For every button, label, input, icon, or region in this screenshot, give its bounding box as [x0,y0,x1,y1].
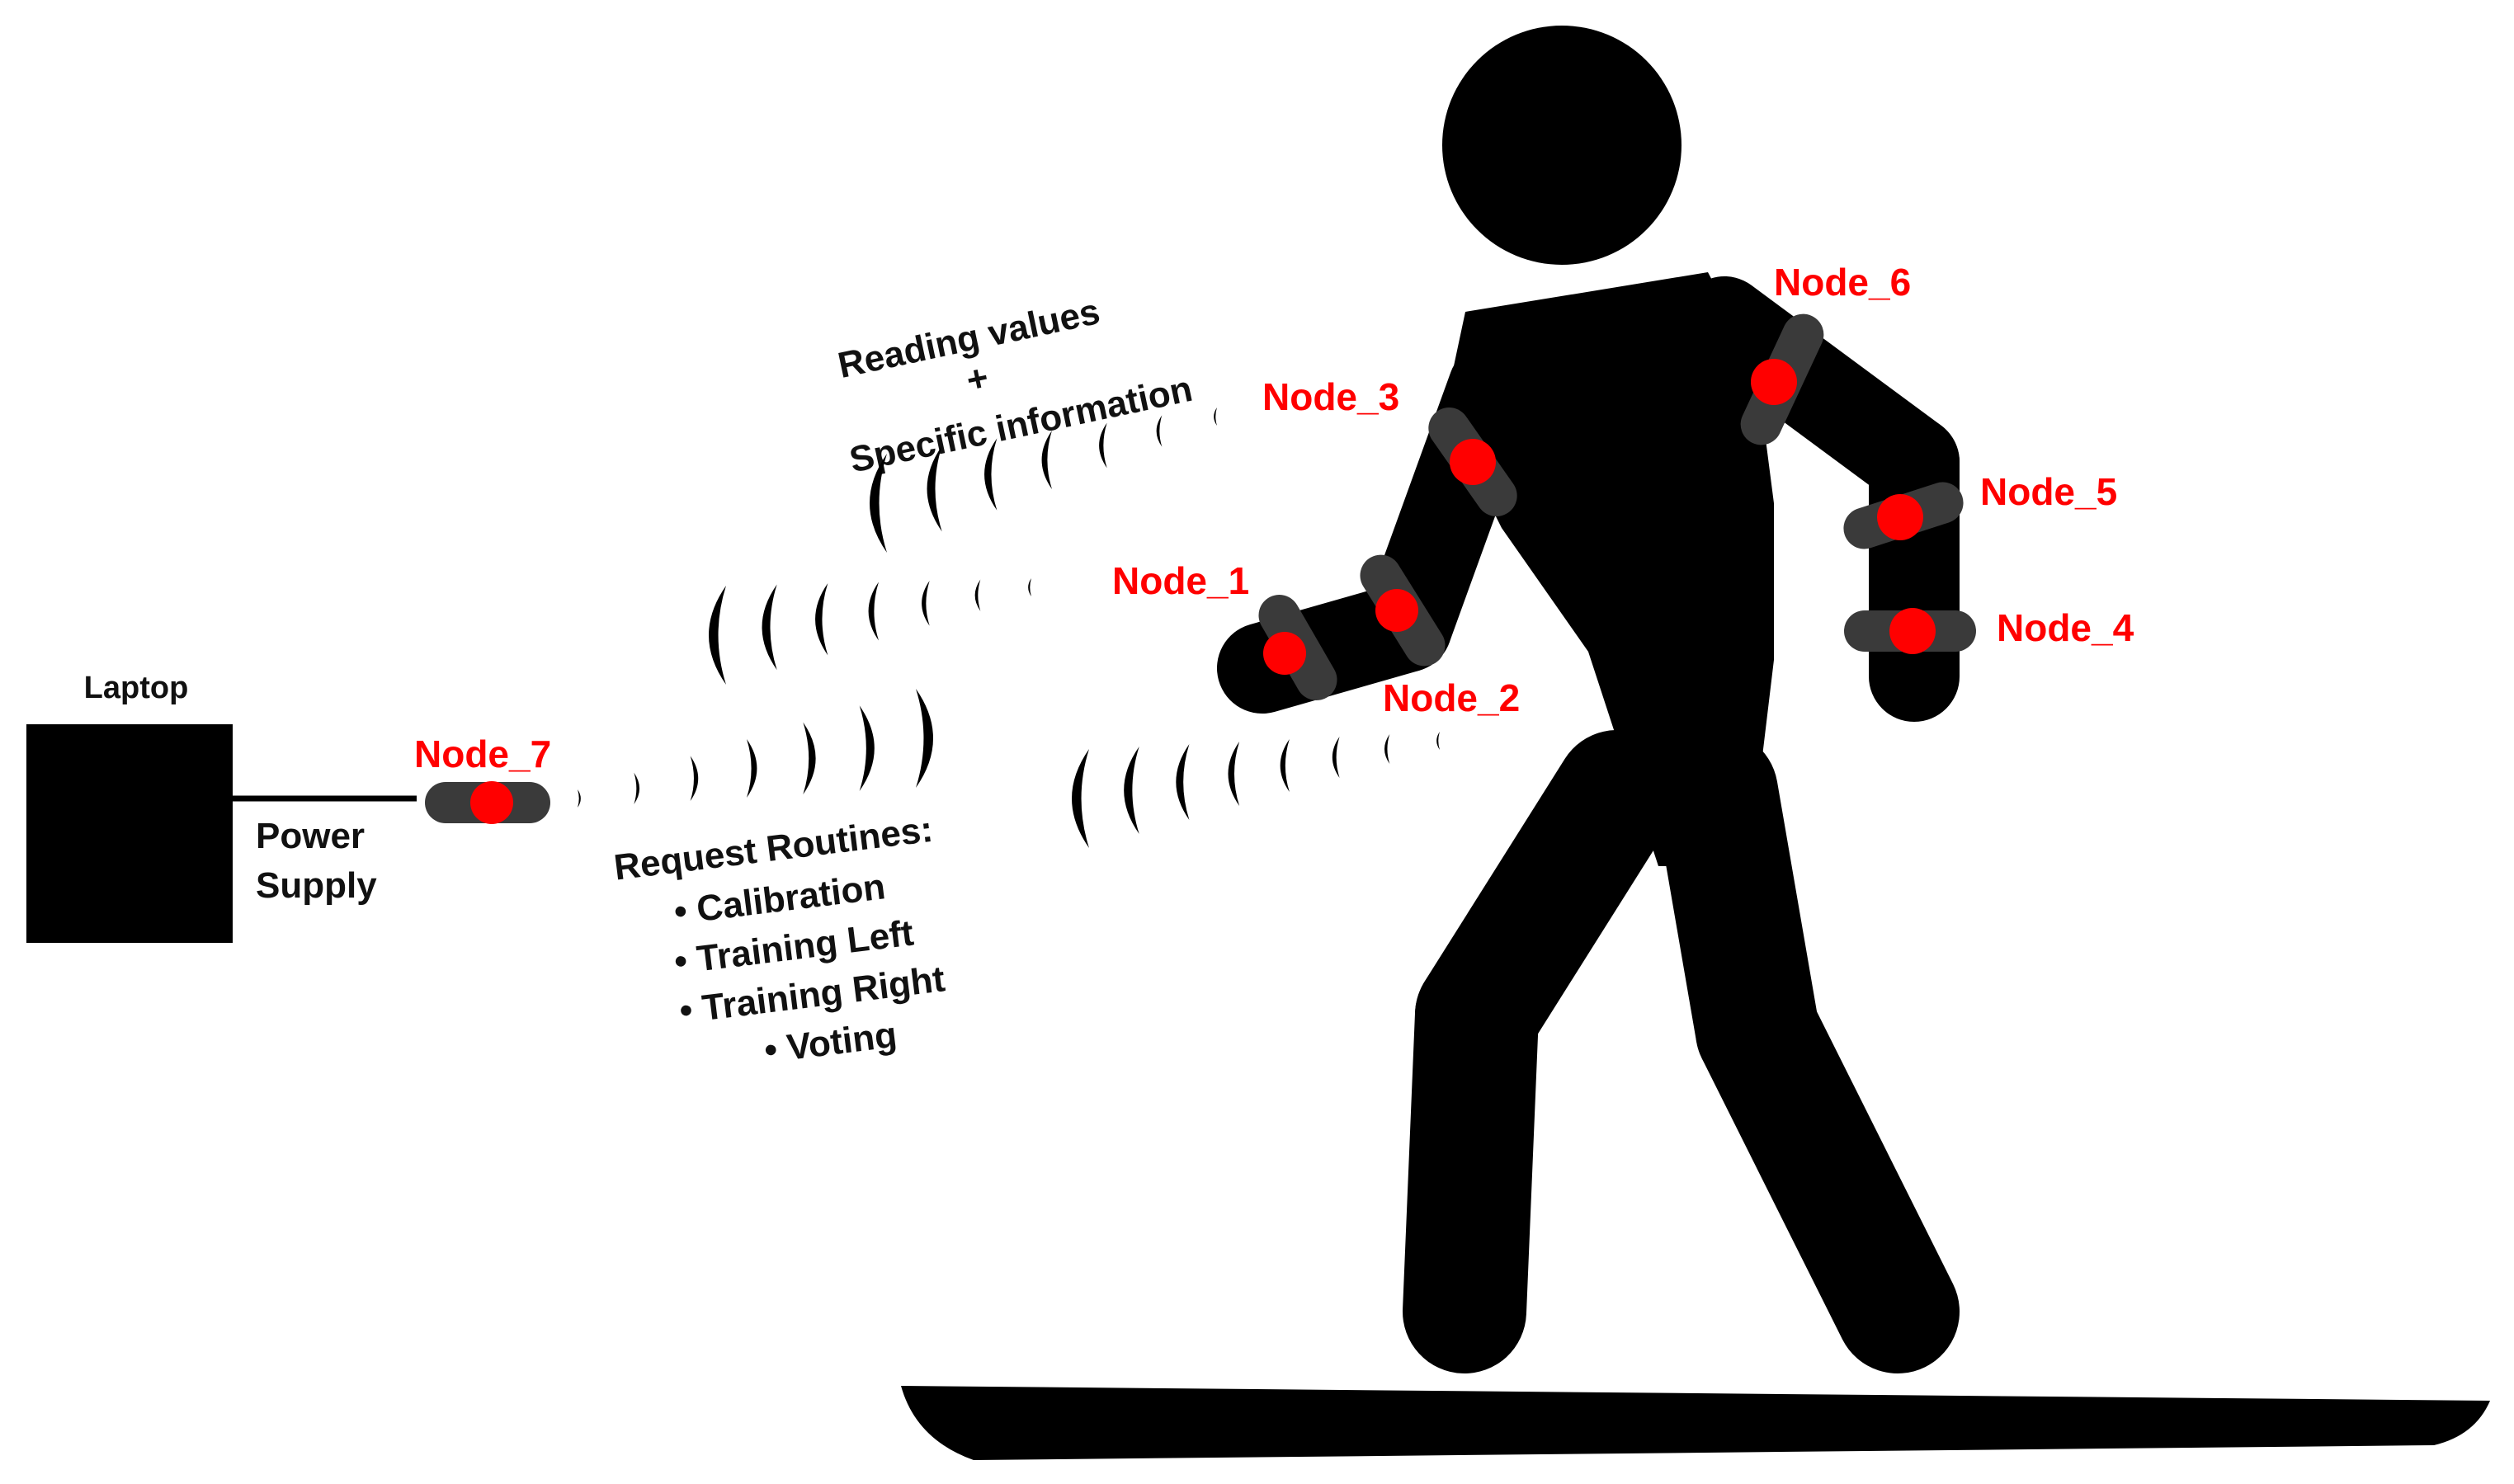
wave-arc-middle-3 [922,581,930,626]
figure-head [1442,26,1682,265]
wave-arc-middle-1 [1028,578,1031,596]
node-5-label: Node_5 [1980,470,2117,513]
node-3-label: Node_3 [1262,375,1399,418]
laptop-box [26,724,233,943]
wave-arc-middle-2 [974,579,981,611]
node-5-sensor [1843,482,1964,549]
wave-arc-upper-4 [1041,431,1052,489]
laptop-label: Laptop [84,671,189,705]
wave-arc-request-5 [803,722,816,794]
wave-arc-middle-4 [868,582,879,641]
node-1-sensor [1258,595,1337,700]
wave-arc-lower-6 [1176,744,1190,820]
wave-arc-request-1 [578,789,581,808]
wave-arc-middle-6 [762,584,777,671]
node-6-label: Node_6 [1774,261,1911,304]
request-routines-title: Request Routines: [612,809,936,888]
wave-arc-lower-4 [1280,739,1290,792]
wave-arc-upper-7 [870,454,887,553]
wave-arc-request-4 [747,739,757,798]
wireless-waves [578,408,1440,848]
node-7-label: Node_7 [414,733,551,775]
wave-arc-request-3 [690,756,699,801]
wave-arc-upper-3 [1099,422,1107,469]
wave-arc-upper-2 [1156,415,1163,447]
wave-arc-request-7 [916,689,933,788]
node-2-sensor [1360,554,1446,667]
balance-board [901,1386,2490,1460]
node-1-label: Node_1 [1112,559,1249,602]
node-2-label: Node_2 [1383,676,1520,719]
wave-arc-upper-1 [1214,408,1217,426]
wave-arc-request-6 [859,705,875,791]
figure-front-shin [1696,969,1960,1373]
wave-arc-middle-7 [709,586,726,685]
wave-arc-lower-3 [1332,737,1340,778]
upstream-label: Reading values + Specific information [834,291,1196,481]
wave-arc-lower-7 [1124,747,1139,834]
node-3-sensor [1428,408,1517,516]
power-supply-label-line1: Power [256,816,365,856]
node-7-sensor [425,781,550,824]
node-6-sensor [1740,313,1824,445]
request-routine-4: • Voting [762,1015,899,1071]
wave-arc-lower-1 [1436,732,1440,750]
wave-arc-upper-5 [984,438,998,511]
wave-arc-lower-8 [1072,749,1089,848]
figure-back-shin [1403,953,1539,1373]
stick-figure [1217,26,1960,1373]
wave-arc-request-2 [634,772,640,804]
request-routines-label: Request Routines: • Calibration • Traini… [612,809,948,1071]
power-supply-label-line2: Supply [256,865,377,906]
wave-arc-lower-5 [1228,742,1240,806]
node-4-sensor [1844,608,1976,654]
wave-arc-upper-6 [927,445,942,532]
wave-arc-middle-5 [815,583,828,656]
wave-arc-lower-2 [1384,734,1390,764]
upstream-line3: Specific information [846,369,1196,481]
upstream-line2: + [963,357,992,401]
node-4-label: Node_4 [1997,606,2134,649]
